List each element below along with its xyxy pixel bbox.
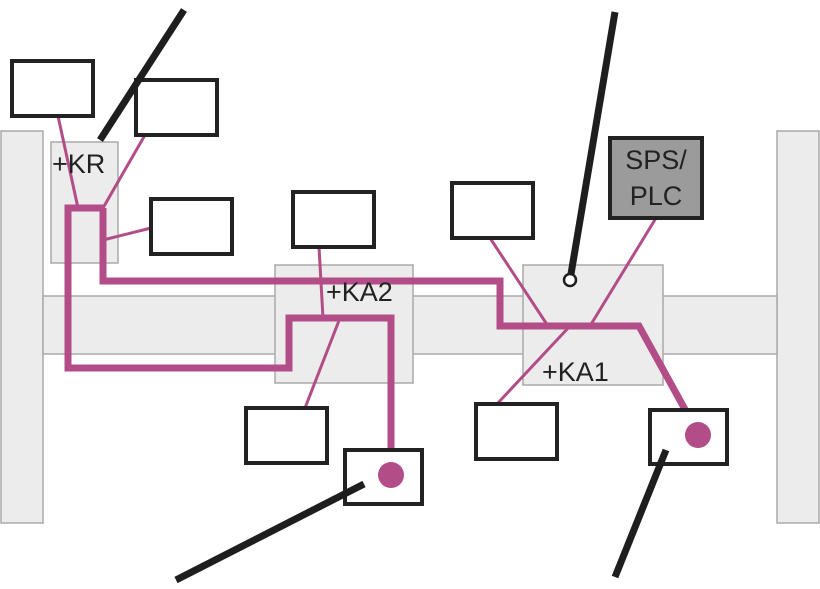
cable-kr-to-ka1 — [99, 208, 702, 435]
callout-lines — [97, 8, 670, 584]
callout-line-bottom-left — [174, 480, 366, 584]
callout-line-top-right — [566, 11, 619, 281]
device-box-kr-3 — [149, 197, 234, 256]
label-kr: +KR — [52, 149, 105, 179]
plc-box — [608, 136, 704, 220]
connector-ka2-sensor-bottom — [303, 317, 342, 409]
callout-line-bottom-right — [611, 448, 670, 579]
device-box-ka2-top — [291, 190, 376, 249]
device-box-ka1-bottom — [474, 402, 559, 461]
cable-runs — [64, 204, 702, 474]
callout-end-marker — [562, 272, 578, 288]
callout-line-top-left — [97, 8, 187, 142]
end-device-dot-left — [378, 462, 404, 488]
connector-kr-sensor1 — [56, 115, 80, 209]
label-ka2: +KA2 — [326, 277, 393, 307]
plc-label-line1: SPS/ — [625, 145, 687, 175]
end-device-dot-right — [685, 422, 711, 448]
left-frame-post — [0, 130, 44, 524]
device-box-ka1-top — [450, 181, 535, 240]
connector-ka1-sensor-top — [488, 237, 550, 327]
connector-kr-sensor3 — [102, 226, 152, 242]
plc-label-line2: PLC — [630, 181, 683, 211]
connector-kr-sensor2 — [101, 134, 147, 209]
label-ka1: +KA1 — [542, 357, 609, 387]
connector-ka1-plc — [588, 217, 658, 327]
device-box-kr-1 — [10, 59, 95, 118]
device-box-kr-2 — [134, 78, 219, 137]
device-box-ka2-bottom — [244, 406, 329, 465]
right-frame-post — [776, 130, 820, 524]
thin-connectors — [56, 115, 658, 409]
connector-ka1-sensor-bottom — [495, 324, 572, 406]
